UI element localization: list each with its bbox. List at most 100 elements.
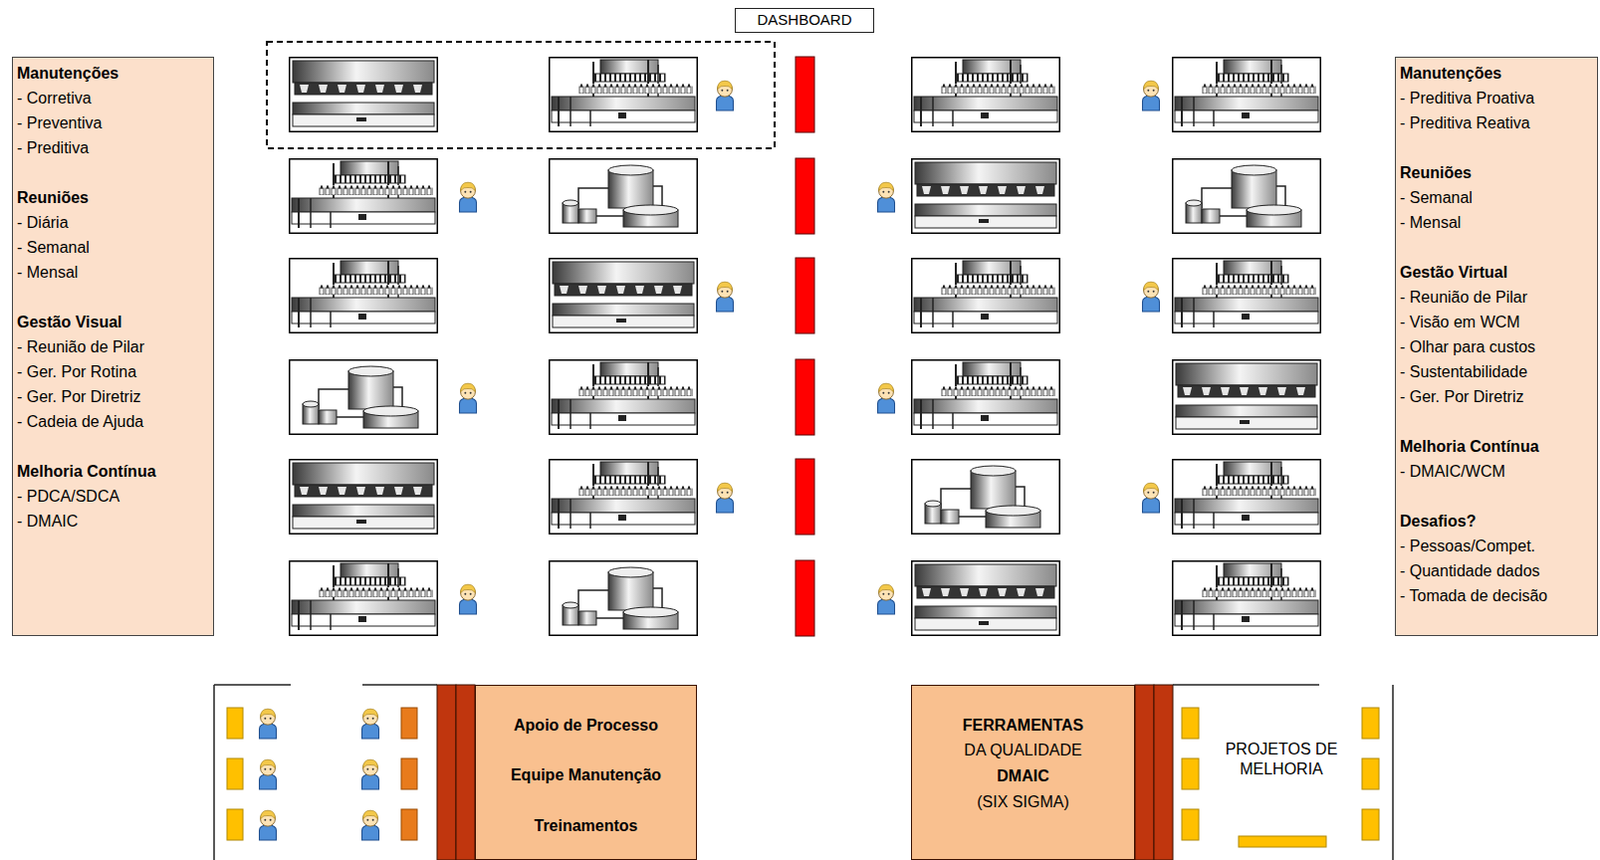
list-item: - DMAIC [16, 508, 210, 534]
wall-stripe [456, 685, 475, 860]
panel-text: Apoio de Processo [475, 716, 696, 735]
filler-machine [289, 57, 439, 133]
section-heading: Reuniões [16, 185, 210, 211]
panel-text: Equipe Manutenção [475, 766, 696, 785]
list-item: - Pessoas/Compet. [1399, 533, 1594, 559]
list-item: - Semanal [16, 234, 210, 260]
red-bar [795, 359, 815, 436]
red-bar [795, 458, 815, 535]
operator-icon [878, 182, 896, 213]
filler-machine [912, 159, 1061, 234]
list-item: - Mensal [1399, 210, 1594, 235]
desk [1362, 707, 1379, 739]
operator-icon [1142, 281, 1160, 312]
tank-machine [1172, 159, 1322, 234]
red-bar [795, 56, 815, 133]
room-outline [214, 685, 438, 860]
list-item: - PDCA/SDCA [16, 483, 210, 509]
operator-icon [459, 584, 477, 615]
wall-stripe [1135, 685, 1154, 860]
filler-machine [912, 561, 1061, 637]
desk [401, 758, 418, 790]
list-item: - Preditiva Proativa [1399, 85, 1594, 111]
list-item: - DMAIC/WCM [1399, 458, 1594, 484]
section-heading: Gestão Virtual [1399, 259, 1594, 285]
section-heading: Gestão Visual [16, 309, 210, 335]
staff-icon [362, 759, 380, 790]
list-item: - Reunião de Pilar [1399, 284, 1594, 310]
operator-icon [1142, 482, 1160, 513]
labeler-machine [549, 57, 698, 133]
desk [227, 809, 243, 841]
desks [1181, 707, 1379, 848]
list-item: - Preventiva [16, 110, 210, 136]
labeler-machine [912, 360, 1061, 436]
list-item: - Mensal [16, 259, 210, 285]
labeler-machine [549, 360, 698, 436]
tank-machine [289, 360, 439, 436]
labeler-machine [912, 258, 1061, 334]
section-heading: Reuniões [1399, 160, 1594, 186]
labeler-machine [1172, 561, 1322, 637]
list-item: - Corretiva [16, 85, 210, 111]
labeler-machine [289, 258, 439, 334]
tank-machine [912, 459, 1061, 535]
tools-panel: FERRAMENTASDA QUALIDADEDMAIC(SIX SIGMA) [911, 685, 1136, 860]
list-item: - Ger. Por Diretriz [16, 384, 210, 410]
operator-icon [1142, 80, 1160, 111]
desk [401, 809, 418, 841]
staff-icon [259, 708, 277, 739]
desk [401, 707, 418, 739]
panel-text: DASHBOARD [735, 8, 874, 31]
table [1238, 836, 1327, 848]
labeler-machine [912, 57, 1061, 133]
list-item: - Semanal [1399, 185, 1594, 211]
section-heading: Desafios? [1399, 508, 1594, 534]
list-item: - Ger. Por Diretriz [1399, 384, 1594, 410]
panel-text: (SIX SIGMA) [912, 793, 1135, 812]
labeler-machine [289, 159, 439, 234]
operator-icon [716, 80, 734, 111]
list-item: - Cadeia de Ajuda [16, 409, 210, 435]
desk [1181, 758, 1199, 790]
desk [1362, 758, 1379, 790]
panel-text: DA QUALIDADE [912, 741, 1135, 760]
operator-icon [716, 482, 734, 513]
labeler-machine [1172, 57, 1322, 133]
desk [227, 758, 243, 790]
filler-machine [549, 258, 698, 334]
section-heading: Manutenções [1399, 60, 1594, 86]
operator-icon [459, 383, 477, 414]
labeler-machine [549, 459, 698, 535]
tank-machine [549, 561, 698, 637]
list-item: - Ger. Por Rotina [16, 359, 210, 385]
staff-icon [362, 708, 380, 739]
red-bar [795, 158, 815, 234]
info-panel: Manutenções- Preditiva Proativa- Prediti… [1394, 56, 1599, 637]
operator-icon [716, 281, 734, 312]
staff-icon [259, 759, 277, 790]
list-item: - Preditiva Reativa [1399, 110, 1594, 136]
staff-icon [259, 810, 277, 841]
operator-icon [878, 383, 896, 414]
desk [1362, 809, 1379, 841]
tank-machine [549, 159, 698, 234]
info-panel: Manutenções- Corretiva- Preventiva- Pred… [11, 56, 215, 637]
wall-stripe [437, 685, 457, 860]
red-bar [795, 257, 815, 334]
section-heading: Manutenções [16, 60, 210, 86]
section-heading: Melhoria Contínua [1399, 434, 1594, 459]
room-outline [1172, 685, 1393, 860]
list-item: - Visão em WCM [1399, 309, 1594, 335]
panel-text: FERRAMENTAS [912, 716, 1135, 735]
dashed-group [266, 41, 775, 149]
staff-icon [362, 810, 380, 841]
section-heading: Melhoria Contínua [16, 458, 210, 484]
labeler-machine [289, 561, 439, 637]
list-item: - Quantidade dados [1399, 558, 1594, 584]
wall-stripe [1153, 685, 1173, 860]
support-panel: Apoio de ProcessoEquipe ManutençãoTreina… [474, 685, 697, 860]
